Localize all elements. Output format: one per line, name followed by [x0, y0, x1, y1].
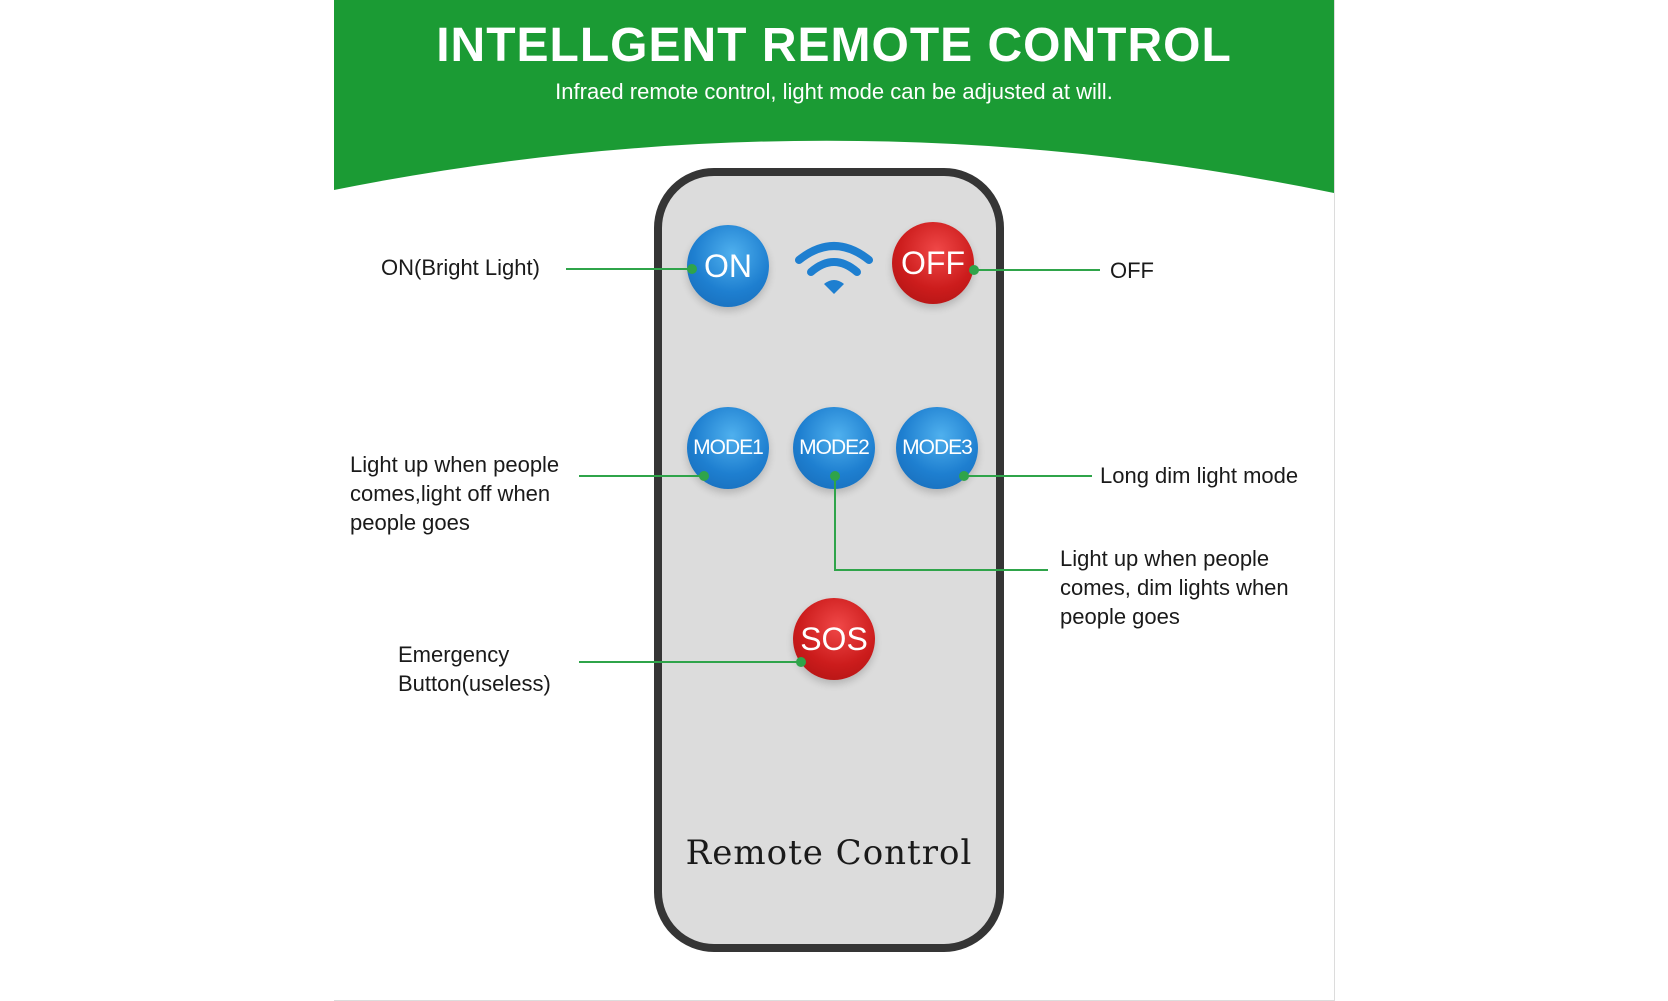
callout-dot-mode2: [830, 471, 840, 481]
sos-button[interactable]: SOS: [793, 598, 875, 680]
mode3-button-label: MODE3: [902, 436, 973, 459]
page-title: INTELLGENT REMOTE CONTROL: [436, 19, 1232, 72]
page-subtitle: Infraed remote control, light mode can b…: [555, 79, 1113, 104]
callout-dot-sos: [796, 657, 806, 667]
callout-dot-mode1: [699, 471, 709, 481]
callout-label-mode2: Light up when people comes, dim lights w…: [1060, 546, 1289, 629]
header-banner-shape: [334, 0, 1334, 193]
mode1-button-label: MODE1: [693, 436, 764, 459]
callout-label-sos: Emergency Button(useless): [398, 642, 551, 696]
on-button-label: ON: [704, 247, 752, 284]
callout-dot-on: [687, 264, 697, 274]
callout-line-mode2: [834, 476, 1048, 571]
callout-label-mode1: Light up when people comes,light off whe…: [350, 452, 560, 535]
callout-label-off: OFF: [1110, 258, 1154, 283]
wifi-icon: [795, 242, 873, 294]
mode2-button-label: MODE2: [799, 436, 870, 459]
sos-button-label: SOS: [800, 620, 868, 657]
off-button-label: OFF: [901, 244, 965, 281]
callout-dot-off: [969, 265, 979, 275]
on-button[interactable]: ON: [687, 225, 769, 307]
callout-lines: [566, 264, 1100, 667]
callout-dot-mode3: [959, 471, 969, 481]
mode1-button[interactable]: MODE1: [687, 407, 769, 489]
callout-label-mode3: Long dim light mode: [1100, 463, 1299, 488]
remote-control-label: Remote Control: [685, 833, 973, 873]
header-banner: [334, 0, 1334, 193]
remote-diagram-panel: INTELLGENT REMOTE CONTROL Infraed remote…: [334, 0, 1335, 1001]
off-button[interactable]: OFF: [892, 222, 974, 304]
callout-label-on: ON(Bright Light): [381, 255, 540, 280]
